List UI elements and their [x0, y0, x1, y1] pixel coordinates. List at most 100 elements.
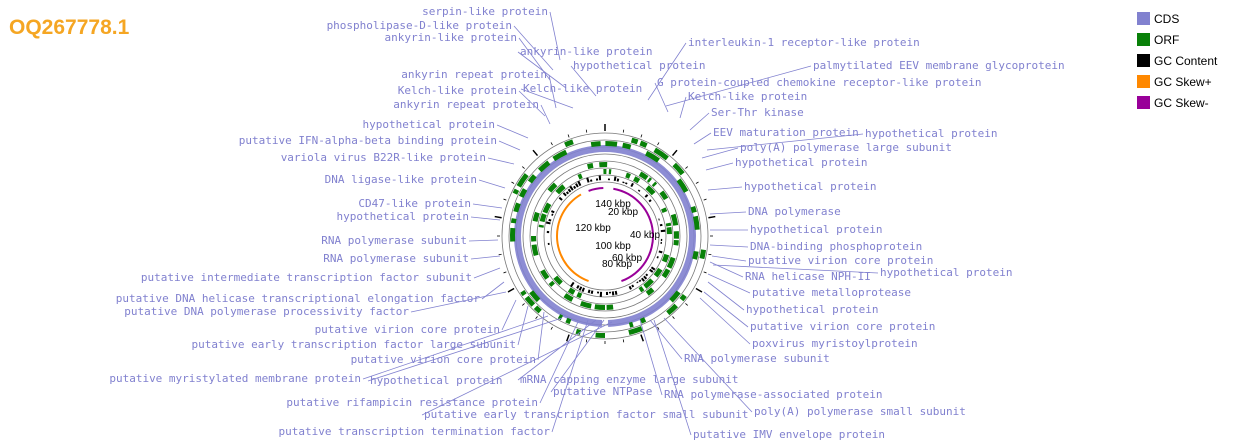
feature-label-15: EEV maturation protein	[713, 126, 859, 139]
position-tick-20	[565, 334, 570, 342]
leader-line-31	[709, 261, 744, 278]
leader-line-39	[703, 291, 749, 328]
orf-block-2-13	[651, 181, 658, 187]
orf-block-1-4	[510, 218, 517, 224]
orf-block-3-17	[653, 267, 663, 278]
feature-label-35: putative DNA helicase transcriptional el…	[116, 292, 481, 305]
leader-line-1	[513, 25, 554, 71]
leader-line-12	[540, 104, 551, 125]
orf-block-3-13	[661, 207, 668, 214]
gc-content-47	[638, 279, 642, 283]
leader-line-22	[707, 186, 743, 191]
gc-content-52	[611, 291, 615, 296]
kbp-tick-label-4: 100 kbp	[595, 241, 631, 252]
track-ring-4	[529, 160, 681, 312]
orf-block-1-5	[513, 202, 521, 213]
feature-label-46: mRNA capping enzyme large subunit	[520, 373, 739, 386]
position-tick-10	[708, 253, 712, 256]
legend-item-gc-skew-pos: GC Skew+	[1137, 71, 1217, 92]
position-tick-14	[672, 316, 675, 319]
leader-line-30	[711, 255, 747, 262]
feature-label-31: RNA helicase NPH-II	[745, 270, 871, 283]
feature-label-2: ankyrin-like protein	[385, 31, 517, 44]
orf-block-3-5	[542, 202, 552, 214]
feature-label-13: Ser-Thr kinase	[711, 106, 804, 119]
genome-title: OQ267778.1	[9, 16, 130, 39]
feature-label-49: putative rifampicin resistance protein	[286, 396, 538, 409]
feature-label-51: putative early transcription factor smal…	[424, 408, 749, 421]
gc-skew-neg-arc-2	[588, 187, 604, 192]
leader-line-47	[550, 319, 605, 393]
leader-line-24	[709, 211, 747, 215]
position-tick-26	[498, 253, 502, 256]
position-tick-35	[585, 129, 588, 133]
orf-block-2-3	[548, 280, 555, 287]
feature-label-41: poxvirus myristoylprotein	[752, 337, 918, 350]
feature-label-6: palmytilated EEV membrane glycoprotein	[813, 59, 1065, 72]
orf-block-0-12	[699, 249, 707, 260]
kbp-tick-label-2: 60 kbp	[612, 253, 642, 264]
track-ring-6	[543, 174, 667, 298]
feature-label-26: hypothetical protein	[750, 223, 882, 236]
feature-label-50: poly(A) polymerase small subunit	[754, 405, 966, 418]
position-tick-22	[535, 316, 538, 319]
position-tick-17	[622, 339, 625, 343]
leader-line-6	[665, 65, 812, 107]
orf-block-1-15	[690, 205, 697, 213]
feature-label-20: hypothetical protein	[735, 156, 867, 169]
feature-label-12: ankyrin repeat protein	[393, 98, 539, 111]
gc-content-43	[649, 268, 654, 273]
orf-block-2-17	[673, 239, 679, 246]
orf-block-3-6	[555, 184, 566, 195]
feature-label-16: hypothetical protein	[865, 127, 997, 140]
leader-line-17	[498, 140, 521, 151]
position-tick-16	[640, 334, 645, 342]
position-tick-28	[494, 215, 502, 219]
gc-content-24	[595, 178, 599, 181]
leader-line-10	[520, 88, 574, 109]
leader-line-32	[712, 264, 879, 274]
leader-line-38	[501, 299, 517, 331]
position-tick-29	[503, 198, 507, 201]
orf-block-0-10	[653, 147, 669, 161]
gc-content-51	[614, 290, 618, 295]
gc-content-26	[607, 178, 611, 181]
orf-block-1-9	[552, 149, 568, 162]
feature-label-40: putative early transcription factor larg…	[191, 338, 516, 351]
leader-line-9	[518, 90, 546, 117]
leader-line-42	[537, 311, 545, 361]
feature-label-4: hypothetical protein	[573, 59, 705, 72]
gc-content-40	[658, 250, 663, 254]
gc-content-32	[637, 189, 641, 192]
gc-content-54	[605, 291, 609, 296]
legend-swatch-cds	[1137, 12, 1150, 25]
feature-label-17: putative IFN-alpha-beta binding protein	[239, 134, 497, 147]
position-tick-11	[703, 271, 707, 274]
gc-content-36	[659, 223, 663, 227]
orf-block-0-4	[520, 289, 527, 297]
orf-block-0-2	[533, 305, 542, 314]
gc-content-53	[608, 291, 612, 294]
feature-label-7: ankyrin repeat protein	[401, 68, 547, 81]
orf-block-3-19	[638, 286, 645, 293]
orf-block-2-20	[645, 287, 655, 296]
orf-block-2-7	[532, 211, 540, 222]
feature-label-9: Kelch-like protein	[398, 84, 517, 97]
gc-content-6	[576, 284, 580, 289]
track-ring-7	[550, 181, 660, 291]
feature-label-43: RNA polymerase subunit	[684, 352, 830, 365]
orf-block-2-11	[638, 171, 649, 181]
orf-block-1-8	[537, 160, 551, 173]
legend-label-cds: CDS	[1154, 11, 1180, 26]
orf-block-2-14	[659, 190, 669, 201]
orf-block-1-0	[565, 317, 572, 325]
leader-line-19	[487, 157, 515, 165]
legend-label-gc-skew-neg: GC Skew-	[1154, 95, 1209, 110]
gc-content-49	[631, 284, 635, 288]
leader-line-8	[654, 82, 669, 113]
kbp-tick-label-6: 140 kbp	[595, 199, 631, 210]
feature-label-22: hypothetical protein	[744, 180, 876, 193]
gc-content-2	[590, 290, 594, 294]
position-tick-6	[695, 181, 699, 184]
leader-line-13	[689, 112, 710, 131]
